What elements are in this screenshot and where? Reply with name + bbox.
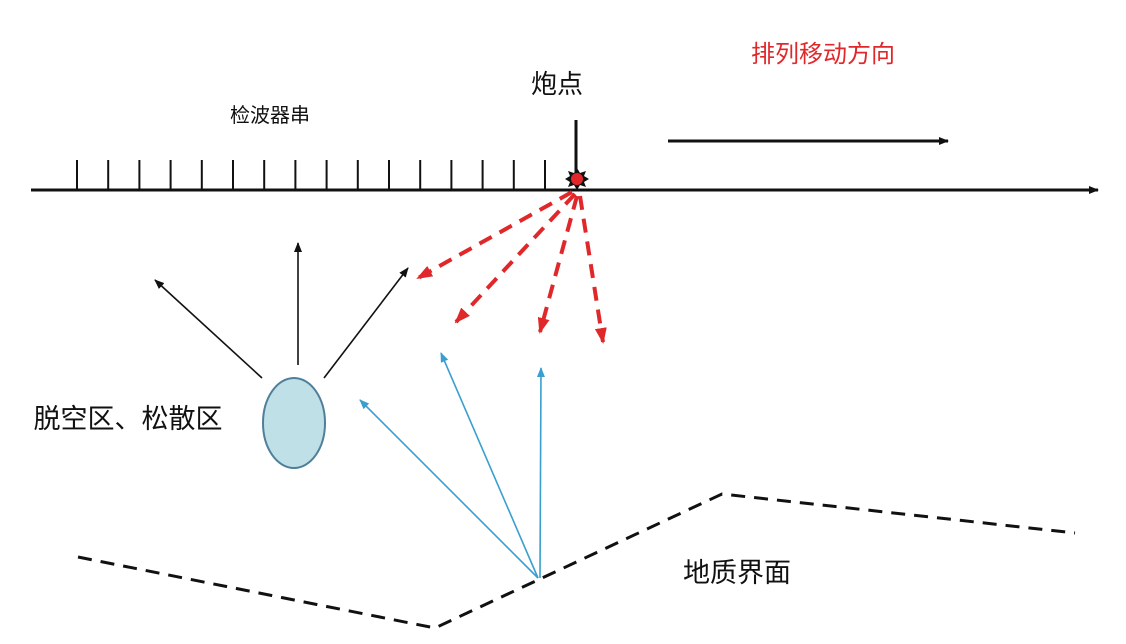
reflect-arrow bbox=[359, 399, 539, 579]
geophone-string bbox=[76, 160, 546, 190]
direct-wave-arrow bbox=[416, 190, 573, 280]
reflect-arrow bbox=[440, 352, 539, 579]
direct-wave-arrow bbox=[578, 195, 607, 344]
geological-interface-label: 地质界面 bbox=[683, 558, 791, 589]
reflect-arrow bbox=[536, 367, 545, 579]
shot-point-label: 炮点 bbox=[531, 70, 583, 100]
geological-interface-line bbox=[77, 492, 1076, 630]
scattered-waves bbox=[154, 242, 409, 379]
move-direction-label: 排列移动方向 bbox=[751, 40, 895, 68]
reflected-waves bbox=[359, 352, 545, 579]
scatter-arrow bbox=[323, 267, 409, 379]
direct-waves bbox=[416, 190, 607, 344]
geophone-string-label: 检波器串 bbox=[230, 103, 310, 127]
direct-wave-arrow bbox=[537, 195, 579, 334]
void-zone-label: 脱空区、松散区 bbox=[34, 404, 223, 435]
void-zone-ellipse bbox=[262, 377, 326, 469]
scatter-arrow bbox=[154, 279, 263, 379]
direct-wave-arrow bbox=[454, 192, 577, 324]
shot-point-dot bbox=[571, 173, 583, 185]
